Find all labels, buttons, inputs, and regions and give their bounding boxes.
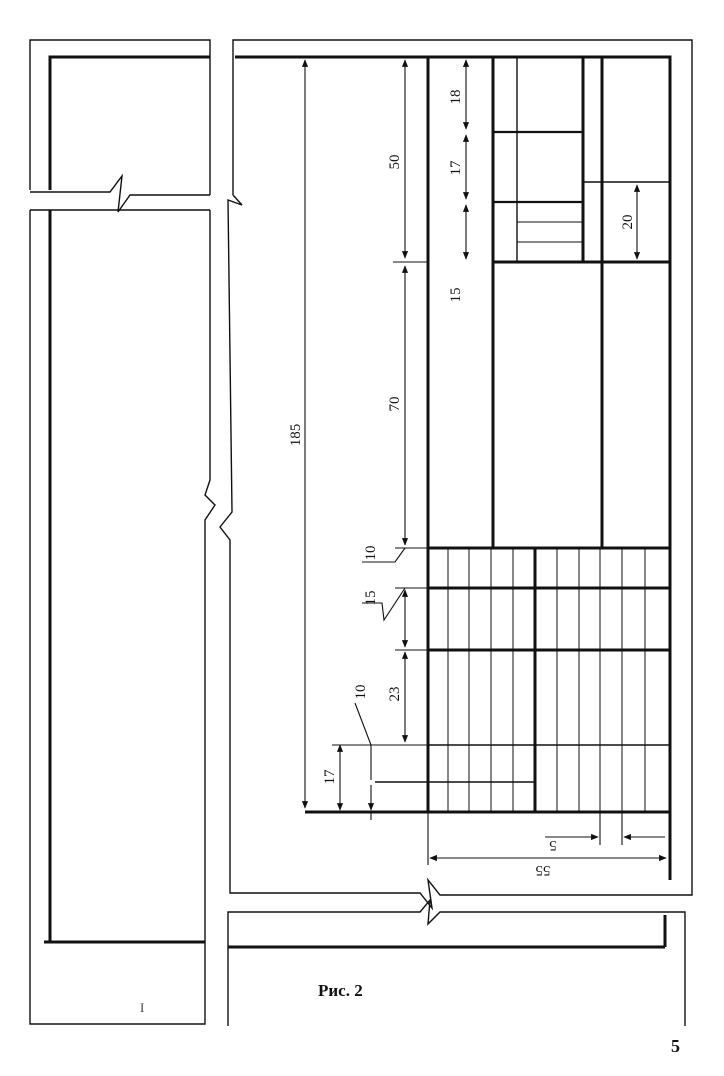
label-10-upper: 10 xyxy=(363,546,379,561)
main-sheet xyxy=(219,39,693,1026)
label-70: 70 xyxy=(387,397,403,412)
title-block xyxy=(305,57,670,814)
label-185: 185 xyxy=(288,424,304,447)
left-strip-inner-top xyxy=(48,55,210,190)
grid-verticals xyxy=(447,548,646,812)
left-strip-outer-top xyxy=(29,39,211,195)
label-17-upper: 17 xyxy=(448,160,464,176)
left-break-line xyxy=(30,173,210,213)
left-strip xyxy=(29,39,216,1025)
label-10-lower: 10 xyxy=(353,685,369,700)
main-inner-frame xyxy=(235,55,672,880)
label-23: 23 xyxy=(387,687,403,702)
label-15-lower: 15 xyxy=(363,591,379,606)
label-18: 18 xyxy=(448,90,464,105)
figure-caption: Рис. 2 xyxy=(318,981,363,1000)
main-outer-frame xyxy=(219,39,693,911)
dimension-labels: 185 50 70 18 17 15 20 10 15 23 10 17 5 5… xyxy=(288,90,636,879)
label-17-lower: 17 xyxy=(322,769,338,785)
dimension-lines xyxy=(301,59,667,865)
page-number: 5 xyxy=(671,1036,680,1056)
label-20: 20 xyxy=(620,215,636,230)
leader-15-lower xyxy=(362,587,406,622)
label-5: 5 xyxy=(549,837,557,853)
bottom-strip-outer xyxy=(227,897,686,1026)
stray-mark: I xyxy=(140,1000,145,1015)
label-15-upper: 15 xyxy=(448,288,464,303)
label-55: 55 xyxy=(536,862,551,878)
left-strip-outer-body xyxy=(29,210,216,1025)
label-50: 50 xyxy=(387,155,403,170)
leader-10-upper xyxy=(362,547,406,563)
leader-10-lower xyxy=(354,702,372,746)
